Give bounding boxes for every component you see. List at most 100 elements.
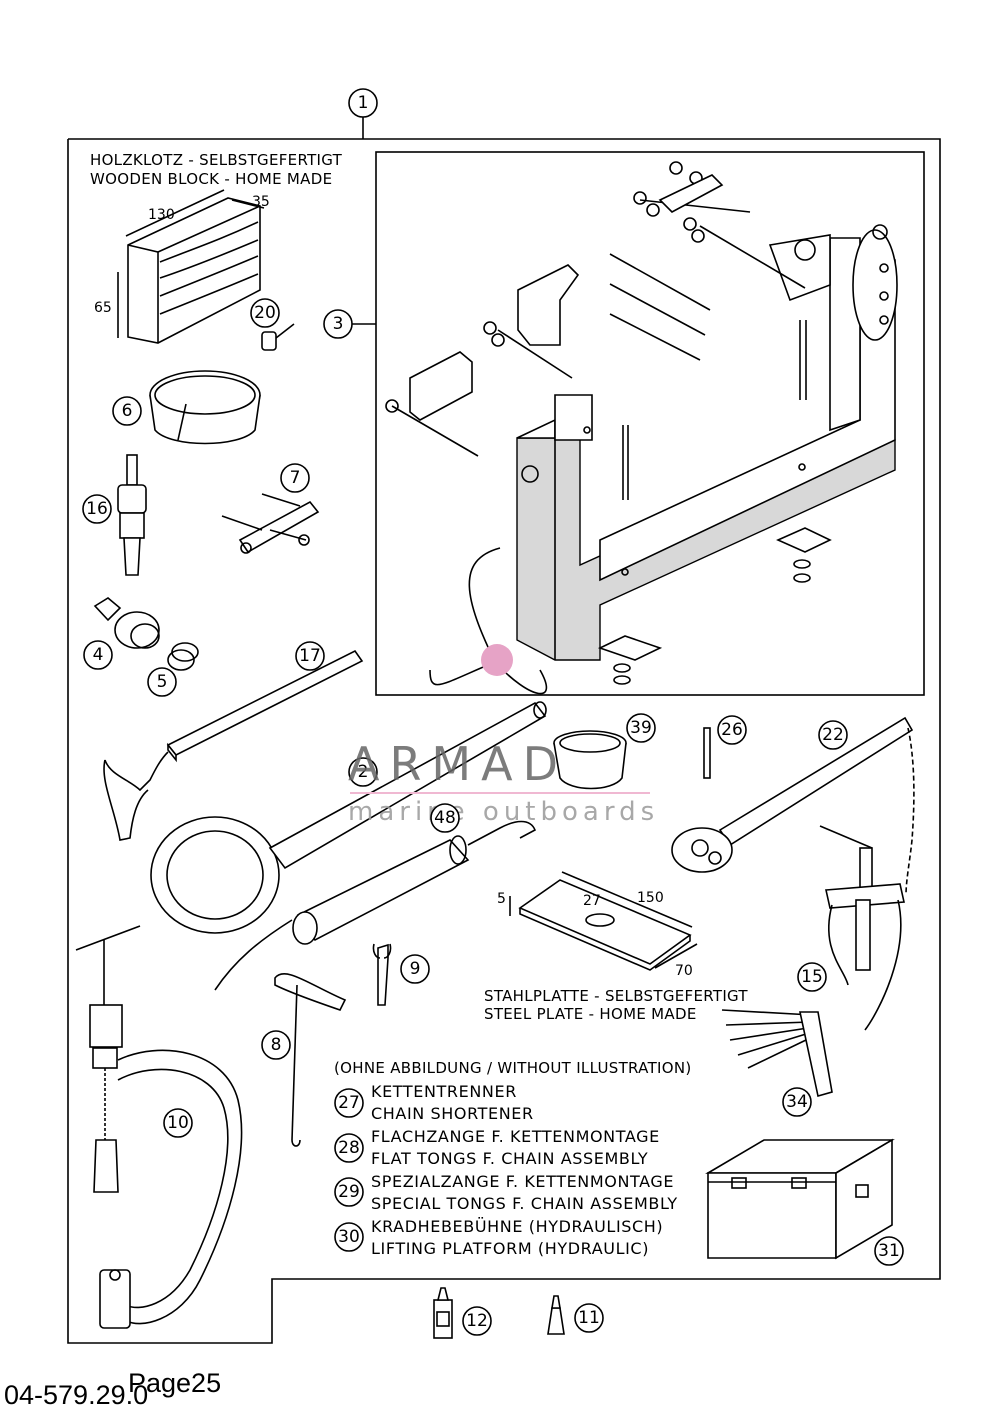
svg-text:30: 30 (338, 1227, 360, 1247)
steel-plate: 5 27 150 70 (497, 871, 698, 979)
ring-wrench-2 (150, 701, 547, 934)
svg-text:1: 1 (358, 93, 369, 113)
svg-text:29: 29 (338, 1182, 360, 1202)
bar-17 (103, 649, 364, 841)
svg-text:20: 20 (254, 303, 276, 323)
callout-15: 15 (797, 962, 827, 992)
svg-text:10: 10 (167, 1113, 189, 1133)
callout-10: 10 (163, 1108, 193, 1138)
svg-text:2: 2 (358, 762, 369, 782)
page-label: Page25 (128, 1368, 221, 1398)
chain-wrench-22 (671, 716, 915, 896)
svg-text:5: 5 (157, 672, 168, 692)
stand-frame (375, 151, 925, 696)
svg-text:9: 9 (410, 959, 421, 979)
svg-text:HOLZKLOTZ - SELBSTGEFERTIGT: HOLZKLOTZ - SELBSTGEFERTIGT (90, 151, 343, 169)
engine-stand (385, 161, 898, 685)
feeler-gauge-34 (721, 1009, 833, 1098)
callout-26: 26 (717, 715, 747, 745)
cup-39 (553, 730, 627, 790)
svg-text:39: 39 (630, 718, 652, 738)
callout-16: 16 (82, 494, 112, 524)
callout-20: 20 (250, 298, 280, 328)
svg-text:LIFTING PLATFORM (HYDRAULIC): LIFTING PLATFORM (HYDRAULIC) (371, 1239, 649, 1258)
callout-6: 6 (112, 396, 142, 426)
svg-text:35: 35 (252, 194, 270, 210)
svg-text:17: 17 (299, 646, 321, 666)
compressor-10 (75, 925, 243, 1329)
svg-text:28: 28 (338, 1138, 360, 1158)
svg-text:KRADHEBEBÜHNE (HYDRAULISCH): KRADHEBEBÜHNE (HYDRAULISCH) (371, 1217, 663, 1236)
callout-17: 17 (295, 641, 325, 671)
sleeve-4 (93, 597, 160, 649)
callout-31: 31 (874, 1236, 904, 1266)
wooden-block: 130 35 65 (94, 189, 270, 344)
svg-text:31: 31 (878, 1241, 900, 1261)
svg-text:WOODEN BLOCK - HOME MADE: WOODEN BLOCK - HOME MADE (90, 170, 332, 188)
callout-48: 48 (430, 803, 460, 833)
callout-34: 34 (782, 1087, 812, 1117)
thread-locker-12 (433, 1287, 453, 1339)
wrench-9 (372, 943, 392, 1006)
svg-text:150: 150 (637, 890, 664, 906)
puller-15 (819, 825, 905, 1031)
wooden-block-note: HOLZKLOTZ - SELBSTGEFERTIGT WOODEN BLOCK… (90, 151, 343, 188)
callout-5: 5 (147, 667, 177, 697)
doc-number: 04-579.29.0 (4, 1380, 148, 1410)
kit-outline (67, 117, 941, 1344)
bush-5 (167, 642, 199, 671)
item-30: 30 KRADHEBEBÜHNE (HYDRAULISCH) LIFTING P… (334, 1217, 663, 1258)
callout-7: 7 (280, 463, 310, 493)
svg-text:3: 3 (333, 314, 344, 334)
watermark-tagline: marine outboards (348, 797, 659, 827)
item-28: 28 FLACHZANGE F. KETTENMONTAGE FLAT TONG… (334, 1127, 659, 1168)
callout-3: 3 (323, 309, 353, 339)
svg-text:KETTENTRENNER: KETTENTRENNER (371, 1082, 517, 1101)
without-illustration-heading: (OHNE ABBILDUNG / WITHOUT ILLUSTRATION) (334, 1059, 692, 1077)
svg-text:27: 27 (583, 893, 601, 909)
callout-22: 22 (818, 720, 848, 750)
holder-7 (221, 493, 320, 554)
svg-text:7: 7 (290, 468, 301, 488)
svg-text:6: 6 (122, 401, 133, 421)
svg-text:CHAIN SHORTENER: CHAIN SHORTENER (371, 1104, 534, 1123)
armada-logo (429, 547, 548, 695)
puller-16 (117, 454, 147, 576)
svg-text:16: 16 (86, 499, 108, 519)
svg-text:34: 34 (786, 1092, 808, 1112)
t-handle-8 (274, 973, 347, 1147)
svg-text:FLAT TONGS F. CHAIN ASSEMBLY: FLAT TONGS F. CHAIN ASSEMBLY (371, 1149, 648, 1168)
item-27: 27 KETTENTRENNER CHAIN SHORTENER (334, 1082, 534, 1123)
callout-11: 11 (574, 1303, 604, 1333)
callout-9: 9 (400, 954, 430, 984)
grease-gun-48 (214, 820, 537, 991)
callout-12: 12 (462, 1306, 492, 1336)
clamp-ring (149, 370, 261, 445)
svg-text:22: 22 (822, 725, 844, 745)
callout-2: 2 (348, 757, 378, 787)
callout-4: 4 (83, 640, 113, 670)
svg-text:12: 12 (466, 1311, 488, 1331)
callout-39: 39 (626, 713, 656, 743)
svg-text:130: 130 (148, 207, 175, 223)
svg-text:4: 4 (93, 645, 104, 665)
steel-plate-note: STAHLPLATTE - SELBSTGEFERTIGT STEEL PLAT… (484, 987, 748, 1023)
item-29: 29 SPEZIALZANGE F. KETTENMONTAGE SPECIAL… (334, 1172, 678, 1213)
svg-text:27: 27 (338, 1093, 360, 1113)
svg-text:26: 26 (721, 720, 743, 740)
svg-text:11: 11 (578, 1308, 600, 1328)
callout-8: 8 (261, 1030, 291, 1060)
svg-text:SPECIAL TONGS F. CHAIN ASSEMBL: SPECIAL TONGS F. CHAIN ASSEMBLY (371, 1194, 678, 1213)
svg-text:8: 8 (271, 1035, 282, 1055)
svg-text:48: 48 (434, 808, 456, 828)
screw-20 (261, 323, 295, 351)
svg-text:STEEL PLATE - HOME MADE: STEEL PLATE - HOME MADE (484, 1005, 697, 1023)
svg-text:15: 15 (801, 967, 823, 987)
pin-26 (703, 727, 711, 779)
svg-text:STAHLPLATTE - SELBSTGEFERTIGT: STAHLPLATTE - SELBSTGEFERTIGT (484, 987, 748, 1005)
svg-text:65: 65 (94, 300, 112, 316)
svg-text:SPEZIALZANGE F. KETTENMONTAGE: SPEZIALZANGE F. KETTENMONTAGE (371, 1172, 674, 1191)
svg-text:70: 70 (675, 963, 693, 979)
bottle-11 (547, 1295, 565, 1335)
